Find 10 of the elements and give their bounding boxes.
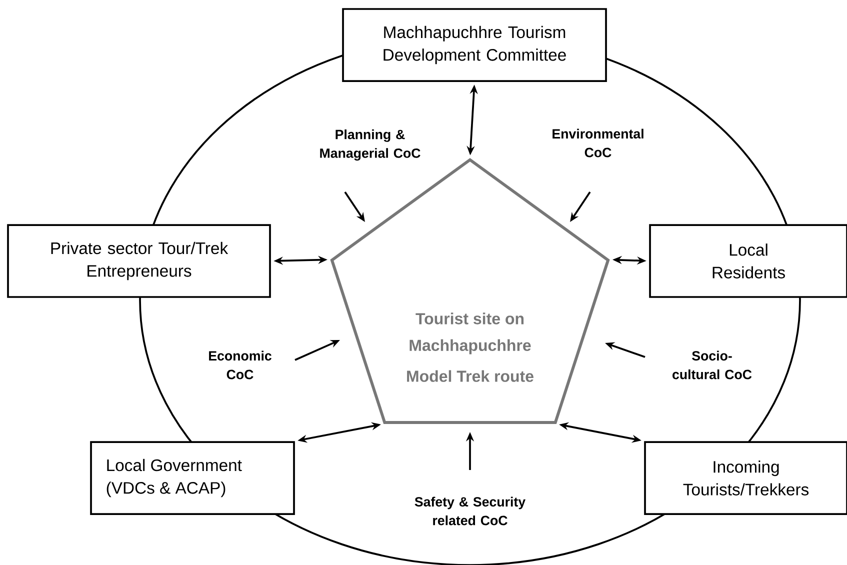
coc-label: Safety & Security related CoC (414, 496, 526, 526)
stakeholder-box: Machhapuchhre Tourism Development Committee (342, 8, 607, 82)
coc-label: Socio-cultural CoC (672, 350, 752, 380)
stakeholder-box: Local Government (VDCs & ACAP) (90, 441, 295, 515)
coc-label: Economic CoC (209, 350, 272, 380)
stakeholder-box: Local Residents (649, 224, 847, 298)
stakeholder-box: Incoming Tourists/Trekkers (644, 441, 847, 515)
coc-label: Planning & Managerial CoC (320, 129, 420, 161)
stakeholder-box: Private sector Tour/Trek Entrepreneurs (7, 224, 271, 298)
coc-label: Environmental CoC (552, 128, 644, 158)
